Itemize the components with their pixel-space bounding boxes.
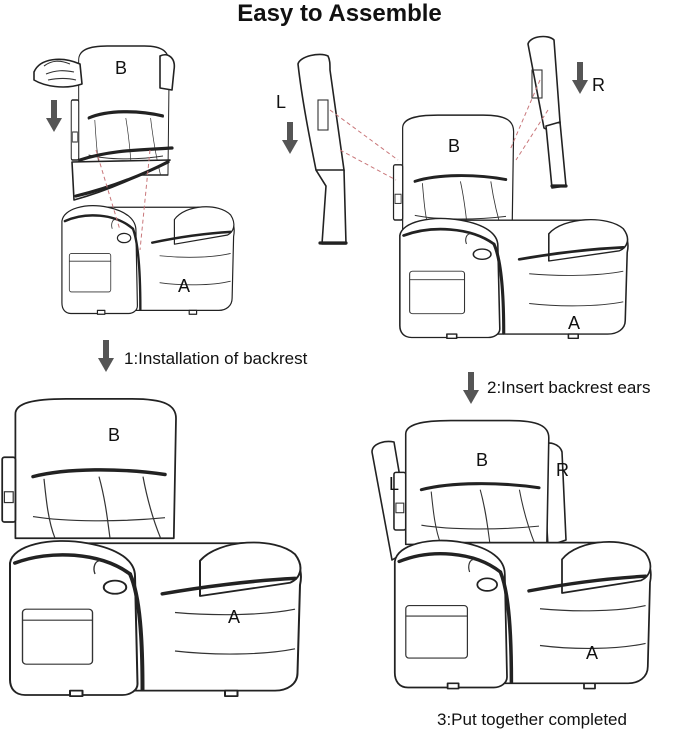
label-part-r: R (556, 460, 569, 480)
panel-step3-complete-chair (0, 397, 303, 699)
label-part-b: B (476, 450, 489, 470)
step3-caption: 3:Put together completed (437, 710, 627, 729)
panel-step2-insert-ears (282, 35, 630, 340)
down-arrow-icon (98, 340, 114, 372)
panel-step4-complete-chair-with-ears (371, 418, 653, 691)
backrest-ear-left (297, 53, 345, 188)
label-part-l: L (276, 92, 287, 112)
label-part-a: A (568, 313, 581, 333)
hand-drawing (33, 58, 83, 88)
hand-drawing-right (159, 54, 176, 91)
label-part-b: B (448, 136, 461, 156)
page-title: Easy to Assemble (237, 0, 442, 27)
label-part-b: B (108, 425, 121, 445)
backrest-strap (78, 146, 174, 162)
label-part-a: A (586, 643, 599, 663)
step2-caption: 2:Insert backrest ears (487, 378, 651, 397)
down-arrow-icon (46, 100, 62, 132)
down-arrow-icon (572, 62, 588, 94)
panel-step1-backrest-install (33, 44, 236, 316)
label-part-a: A (228, 607, 241, 627)
label-part-a: A (178, 276, 191, 296)
label-part-b: B (115, 58, 128, 78)
label-part-r: R (592, 75, 605, 95)
down-arrow-icon (282, 122, 298, 154)
step1-caption: 1:Installation of backrest (124, 349, 308, 368)
label-part-l: L (389, 474, 400, 494)
down-arrow-icon (463, 372, 479, 404)
backrest-ear-right (527, 35, 561, 131)
